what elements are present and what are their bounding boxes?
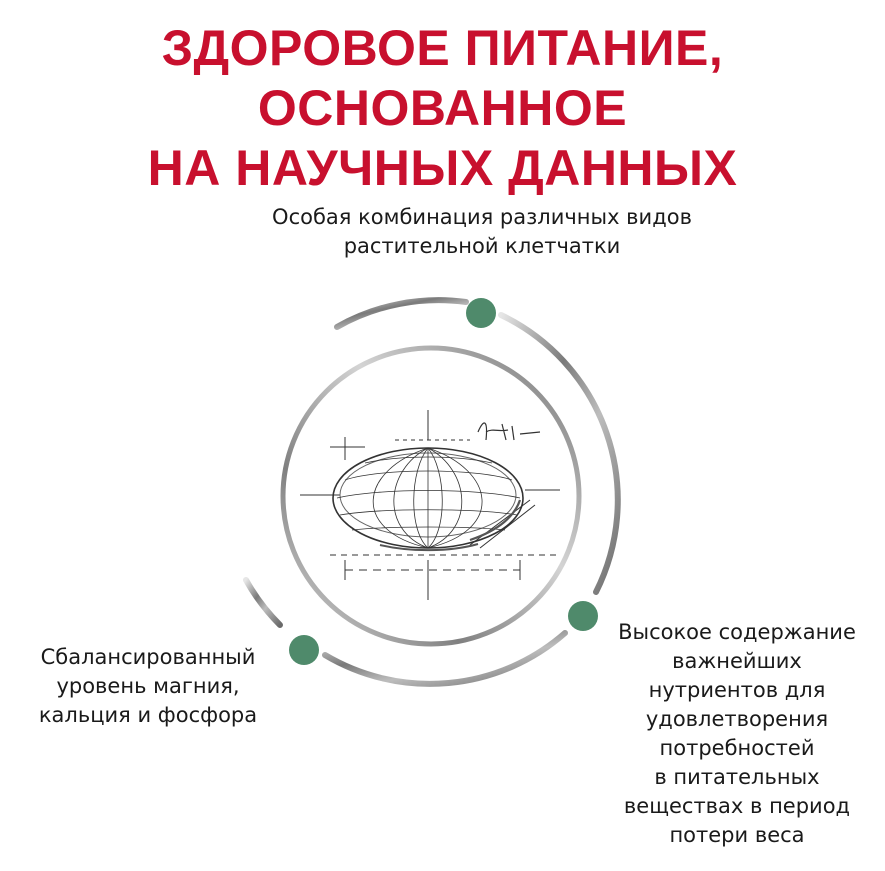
feature-nutrients-line: важнейших [672, 649, 802, 673]
feature-nutrients-line: веществах в период [623, 794, 851, 818]
feature-nutrients: Высокое содержание важнейших нутриентов … [592, 618, 882, 850]
feature-fiber-line: Особая комбинация различных видов [272, 205, 692, 229]
headline-line-2: НА НАУЧНЫХ ДАННЫХ [147, 140, 738, 196]
kibble-sketch-icon [300, 410, 560, 600]
feature-fiber-line: растительной клетчатки [343, 234, 621, 258]
feature-minerals: Сбалансированный уровень магния, кальция… [8, 643, 288, 730]
outer-ring [243, 297, 621, 687]
feature-nutrients-line: удовлетворения [645, 707, 829, 731]
headline-line-1: ЗДОРОВОЕ ПИТАНИЕ, ОСНОВАННОЕ [161, 20, 724, 136]
headline: ЗДОРОВОЕ ПИТАНИЕ, ОСНОВАННОЕ НА НАУЧНЫХ … [0, 18, 885, 198]
feature-nutrients-line: потребностей [659, 736, 815, 760]
feature-fiber: Особая комбинация различных видов растит… [182, 203, 782, 261]
feature-minerals-line: Сбалансированный [40, 645, 256, 669]
feature-nutrients-line: Высокое содержание [618, 620, 856, 644]
inner-ring [280, 345, 582, 647]
feature-nutrients-line: нутриентов для [648, 678, 826, 702]
green-dot-icon-left [289, 635, 319, 665]
feature-nutrients-line: потери веса [669, 823, 805, 847]
green-dot-icon-right [568, 601, 598, 631]
feature-minerals-line: уровень магния, [56, 674, 240, 698]
feature-minerals-line: кальция и фосфора [38, 703, 258, 727]
feature-nutrients-line: в питательных [654, 765, 820, 789]
green-dot-icon-top [466, 298, 496, 328]
